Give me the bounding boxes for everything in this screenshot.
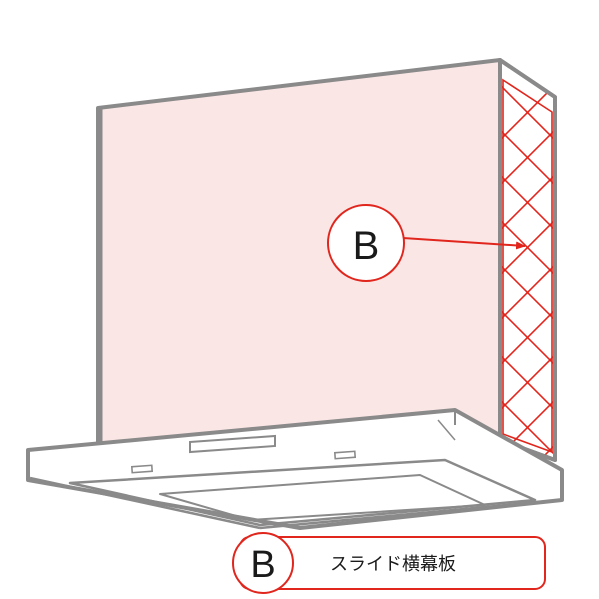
front-panel [96,58,502,447]
legend-label: スライド横幕板 [330,554,456,574]
callout-arrow [402,237,526,250]
callout-b: B [327,204,526,282]
legend-letter: B [250,544,275,586]
callout-letter: B [353,224,380,268]
callout-circle [327,204,405,282]
slide-side-panel [498,58,557,462]
legend-circle [232,532,294,594]
legend: B スライド横幕板 [232,532,546,594]
hood-body [26,408,564,530]
